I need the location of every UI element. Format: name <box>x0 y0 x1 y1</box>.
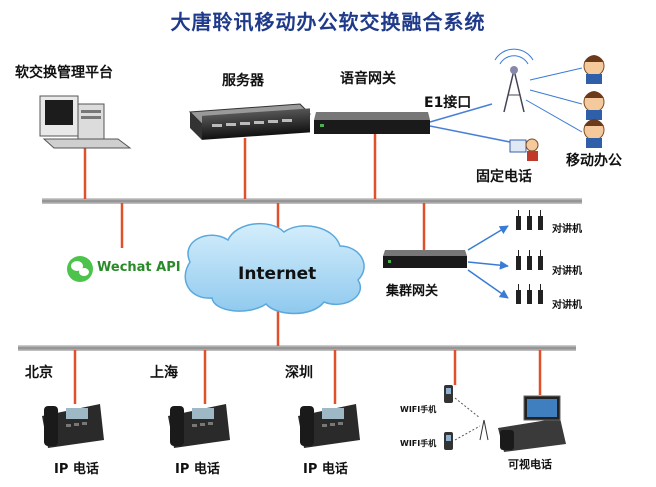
walkie-arrows <box>467 225 509 299</box>
video-phone-label: 可视电话 <box>508 458 552 471</box>
internet-cloud-icon <box>184 222 365 315</box>
walkie-group-3-icon <box>516 284 543 304</box>
server-label: 服务器 <box>222 73 264 89</box>
softswitch-pc-icon <box>39 95 132 149</box>
cluster-gateway-label: 集群网关 <box>386 284 439 299</box>
voice-gateway-label: 语音网关 <box>340 71 396 87</box>
wechat-icon <box>67 256 93 282</box>
softswitch-label: 软交换管理平台 <box>15 65 113 81</box>
cluster-gateway-icon <box>383 250 467 268</box>
wifi-phone-1-icon <box>444 385 453 403</box>
shenzhen-label: 深圳 <box>285 365 313 381</box>
wifi-phone-label-2: WIFI手机 <box>400 439 437 448</box>
ip-phone-3-icon <box>298 404 360 448</box>
walkie-label-3: 对讲机 <box>552 300 582 311</box>
wechat-label: Wechat API <box>97 260 181 275</box>
wifi-phone-2-icon <box>444 432 453 450</box>
fixed-phone-label: 固定电话 <box>476 169 532 185</box>
ip-phone-2-icon <box>168 404 230 448</box>
walkie-label-1: 对讲机 <box>552 224 582 235</box>
wifi-antenna-icon <box>454 397 489 441</box>
fixed-phone-user-icon <box>509 138 539 161</box>
mobile-user-icons <box>525 67 583 133</box>
internet-label: Internet <box>238 264 317 284</box>
user-avatar-2-icon <box>583 91 605 120</box>
walkie-group-1-icon <box>516 210 543 230</box>
server-rack-icon <box>188 103 312 140</box>
shanghai-label: 上海 <box>150 365 178 381</box>
e1-label: E1接口 <box>424 95 472 111</box>
beijing-label: 北京 <box>25 365 53 381</box>
ip-phone-label-1: IP 电话 <box>54 462 99 477</box>
diagram-title: 大唐聆讯移动办公软交换融合系统 <box>170 10 486 34</box>
ip-phone-label-3: IP 电话 <box>303 462 348 477</box>
voice-gateway-icon <box>314 112 430 134</box>
mobile-office-label: 移动办公 <box>566 153 622 169</box>
user-avatar-3-icon <box>583 119 605 148</box>
top-bus <box>42 198 582 204</box>
wifi-phone-label-1: WIFI手机 <box>400 405 437 414</box>
bottom-links <box>73 350 542 404</box>
walkie-group-2-icon <box>516 250 543 270</box>
radio-tower-icon <box>494 48 534 113</box>
bottom-bus <box>18 345 576 351</box>
video-phone-icon <box>498 395 566 452</box>
ip-phone-label-2: IP 电话 <box>175 462 220 477</box>
ip-phone-1-icon <box>42 404 104 448</box>
walkie-label-2: 对讲机 <box>552 266 582 277</box>
user-avatar-1-icon <box>583 55 605 84</box>
e1-links <box>429 103 516 144</box>
